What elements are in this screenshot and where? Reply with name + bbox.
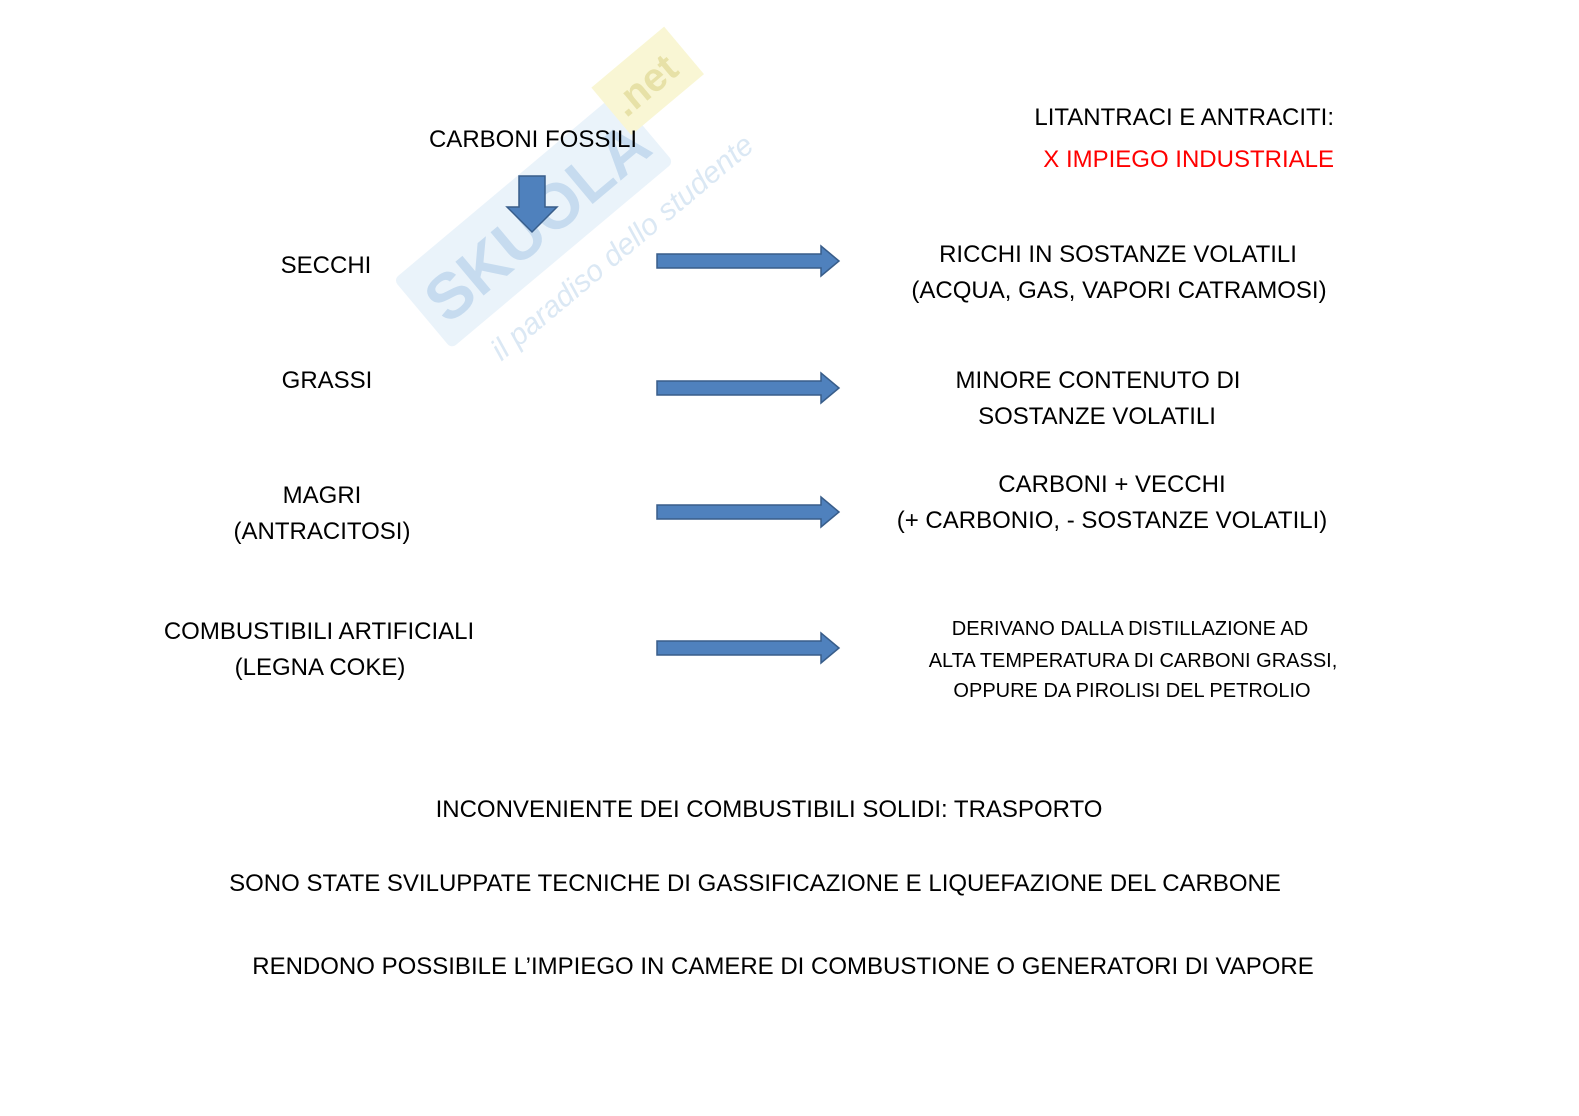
note-line-2-highlight: X IMPIEGO INDUSTRIALE: [1043, 146, 1334, 173]
arrow-right-icon: [656, 495, 841, 529]
diagram-title: CARBONI FOSSILI: [428, 126, 638, 153]
row-label-combustibili-detail: (LEGNA COKE): [234, 654, 406, 681]
arrow-right-icon: [656, 244, 841, 278]
footer-line-impiego: RENDONO POSSIBILE L’IMPIEGO IN CAMERE DI…: [252, 953, 1314, 980]
row-description-line: (ACQUA, GAS, VAPORI CATRAMOSI): [911, 277, 1327, 304]
row-description-line: ALTA TEMPERATURA DI CARBONI GRASSI,: [928, 650, 1338, 672]
watermark-logo: SKUOLA .net il paradiso dello studente: [395, 26, 760, 367]
row-description-line: (+ CARBONIO, - SOSTANZE VOLATILI): [896, 507, 1328, 534]
row-label-grassi: GRASSI: [281, 367, 373, 394]
row-description-line: DERIVANO DALLA DISTILLAZIONE AD: [951, 618, 1309, 640]
row-description-line: SOSTANZE VOLATILI: [978, 403, 1216, 430]
row-description-line: CARBONI + VECCHI: [998, 471, 1226, 498]
row-label-magri: MAGRI: [282, 482, 362, 509]
footer-line-tecniche: SONO STATE SVILUPPATE TECNICHE DI GASSIF…: [229, 870, 1281, 897]
footer-line-inconveniente: INCONVENIENTE DEI COMBUSTIBILI SOLIDI: T…: [435, 796, 1103, 823]
row-description-line: OPPURE DA PIROLISI DEL PETROLIO: [953, 680, 1311, 702]
row-label-magri-detail: (ANTRACITOSI): [233, 518, 411, 545]
watermark-net-tag: [591, 26, 704, 136]
row-label-combustibili: COMBUSTIBILI ARTIFICIALI: [163, 618, 475, 645]
row-description-line: RICCHI IN SOSTANZE VOLATILI: [939, 241, 1297, 268]
arrow-down-icon: [505, 175, 559, 234]
row-label-secchi: SECCHI: [280, 252, 372, 279]
note-line-1: LITANTRACI E ANTRACITI:: [1034, 104, 1334, 131]
arrow-right-icon: [656, 631, 841, 665]
row-description-line: MINORE CONTENUTO DI: [955, 367, 1241, 394]
arrow-right-icon: [656, 371, 841, 405]
